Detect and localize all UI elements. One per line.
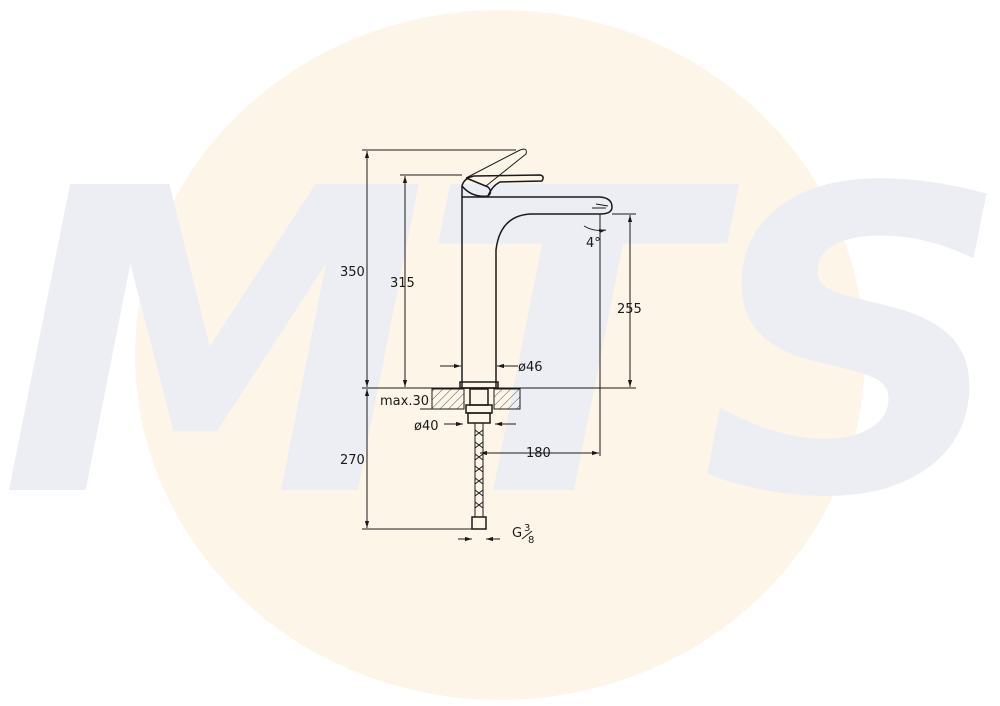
spout-outlet <box>592 203 609 209</box>
countertop-hatch-right <box>493 388 521 410</box>
thread-fraction-bar <box>521 530 533 540</box>
watermark: MTS <box>0 10 1000 700</box>
countertop-hatch-left <box>431 388 465 410</box>
handle-open-position <box>465 148 527 187</box>
label-spout-height: 255 <box>617 302 642 317</box>
hose-connector <box>471 516 487 530</box>
label-total-height: 350 <box>340 265 365 280</box>
label-spout-angle: 4° <box>586 236 601 251</box>
watermark-circle <box>135 10 865 700</box>
hose-braid <box>474 429 484 509</box>
label-thread: G 3 8 <box>512 523 534 546</box>
countertop <box>431 388 521 410</box>
label-hole-diameter: ø40 <box>414 419 439 434</box>
faucet-outline <box>459 148 613 389</box>
label-below-counter: 270 <box>340 453 365 468</box>
faucet-body <box>461 196 613 389</box>
label-spout-reach: 180 <box>526 446 551 461</box>
dimension-lines <box>362 149 636 542</box>
label-body-diameter: ø46 <box>518 360 543 375</box>
label-body-height: 315 <box>390 276 415 291</box>
mounting-hardware <box>465 388 493 530</box>
handle-knob <box>461 177 492 198</box>
handle-lever <box>461 174 544 197</box>
label-thread-main: G <box>512 526 522 541</box>
dimension-labels: 350 315 255 ø46 max.30 ø40 270 180 4° G … <box>340 236 642 546</box>
dim-angle-arc <box>583 225 607 234</box>
label-thread-den: 8 <box>528 535 534 546</box>
label-thread-num: 3 <box>524 523 530 534</box>
label-max-thickness: max.30 <box>380 394 429 409</box>
